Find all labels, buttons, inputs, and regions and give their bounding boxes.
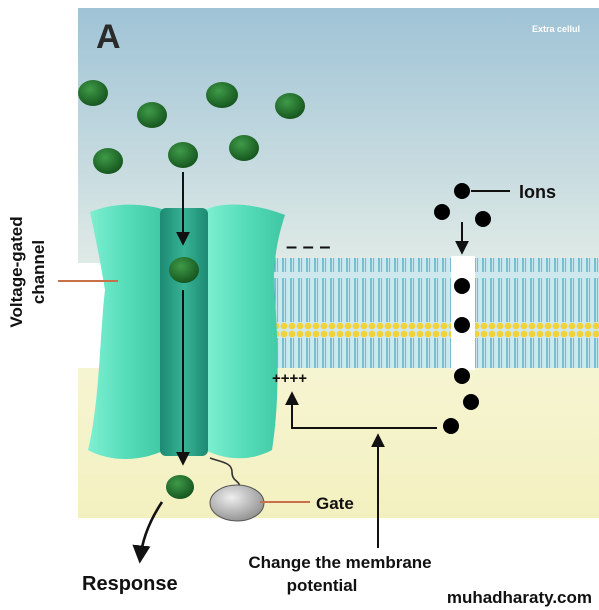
- voltage-gated-channel: [88, 204, 285, 459]
- black-ion: [454, 368, 470, 384]
- black-ions: [434, 183, 491, 434]
- green-ion: [78, 80, 108, 106]
- green-ion: [168, 142, 198, 168]
- green-ion: [137, 102, 167, 128]
- black-ion: [454, 183, 470, 199]
- change-potential-label-line1: Change the membrane: [248, 553, 431, 572]
- change-potential-label-line2: potential: [287, 576, 358, 595]
- green-ion: [275, 93, 305, 119]
- negative-charges: – – –: [286, 236, 330, 258]
- channel-label-line1: Voltage-gated: [7, 216, 26, 327]
- feedback-line: [285, 391, 437, 429]
- green-ion-in-pore: [169, 257, 199, 283]
- corner-label: Extra cellul: [532, 24, 580, 34]
- gate-label: Gate: [316, 494, 354, 513]
- white-bottom-area: [78, 518, 599, 610]
- black-ion: [475, 211, 491, 227]
- extracellular-ions: [78, 80, 305, 499]
- positive-charges: ++++: [272, 370, 307, 387]
- response-label: Response: [82, 573, 178, 595]
- gate: [209, 484, 265, 522]
- response-arrow: [132, 501, 164, 564]
- panel-letter: A: [96, 18, 121, 56]
- green-ion-exiting: [166, 475, 194, 499]
- black-ion: [463, 394, 479, 410]
- black-ion: [454, 317, 470, 333]
- green-ion: [93, 148, 123, 174]
- green-ion: [229, 135, 259, 161]
- channel-label: Voltage-gated channel: [7, 216, 48, 327]
- black-ion: [443, 418, 459, 434]
- watermark: muhadharaty.com: [447, 588, 592, 607]
- channel-label-line2: channel: [29, 240, 48, 304]
- green-ion: [206, 82, 238, 108]
- ions-label: Ions: [519, 182, 556, 202]
- gate-tether: [209, 457, 241, 489]
- black-ion: [454, 278, 470, 294]
- black-ion: [434, 204, 450, 220]
- membrane-ion-gap: [451, 256, 475, 370]
